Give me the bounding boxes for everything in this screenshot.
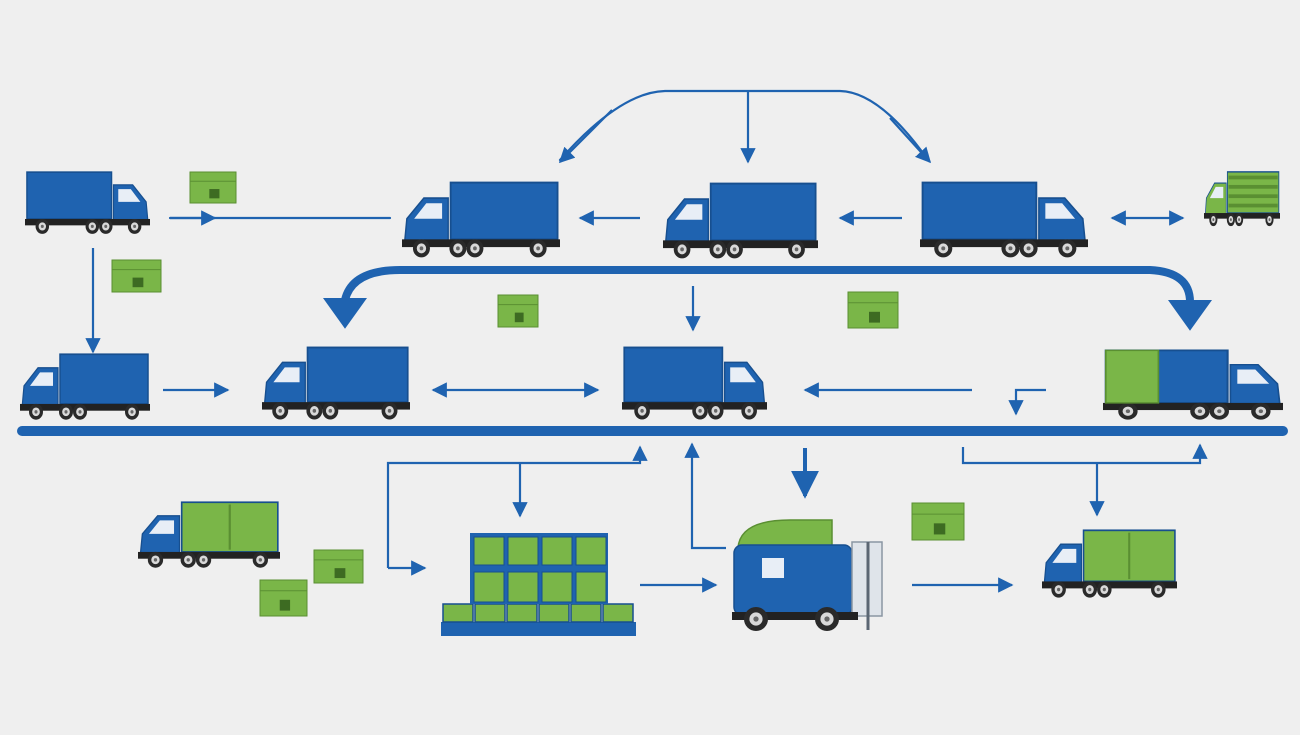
big-band-left-head: [323, 298, 367, 329]
truck-icon-row2-d: [1103, 349, 1283, 420]
top-arc-right-arrow: [889, 117, 932, 164]
truck-icon-row1-b: [663, 182, 818, 259]
truck-icon-top-left: [25, 171, 150, 234]
package-icon-4: [847, 291, 899, 329]
lower-right-loop-arrow: [961, 443, 1208, 465]
package-icon-5: [313, 549, 364, 584]
top-arc-line: [558, 89, 930, 162]
truck-icon-row2-a: [20, 353, 150, 420]
green-cargo-truck-icon-left: [138, 501, 280, 568]
forklift-icon: [732, 519, 883, 631]
truck-icon-row2-c: [622, 346, 767, 420]
top-arc-left-arrow: [558, 109, 613, 164]
big-band-right-head: [1168, 300, 1212, 331]
row2-small-elbow-arrow: [1008, 388, 1046, 416]
truck-icon-row2-b: [262, 346, 410, 420]
object-layer: [20, 171, 1283, 636]
package-icon-7: [911, 502, 965, 541]
package-icon-6: [259, 579, 308, 617]
big-band-line: [341, 266, 1194, 306]
connector-layer: [17, 89, 1288, 593]
package-icon-3: [497, 294, 539, 328]
package-icon-2: [111, 259, 162, 293]
green-truck-icon-top-right: [1204, 171, 1280, 227]
pallet-icon: [441, 533, 636, 636]
truck-icon-row1-c: [920, 181, 1088, 258]
green-cargo-truck-icon-right: [1042, 529, 1177, 598]
package-icon-1: [189, 171, 237, 204]
lower-left-loop-arrow: [386, 445, 648, 568]
lower-up-arrow: [684, 442, 726, 550]
truck-icon-row1-a: [402, 181, 560, 258]
